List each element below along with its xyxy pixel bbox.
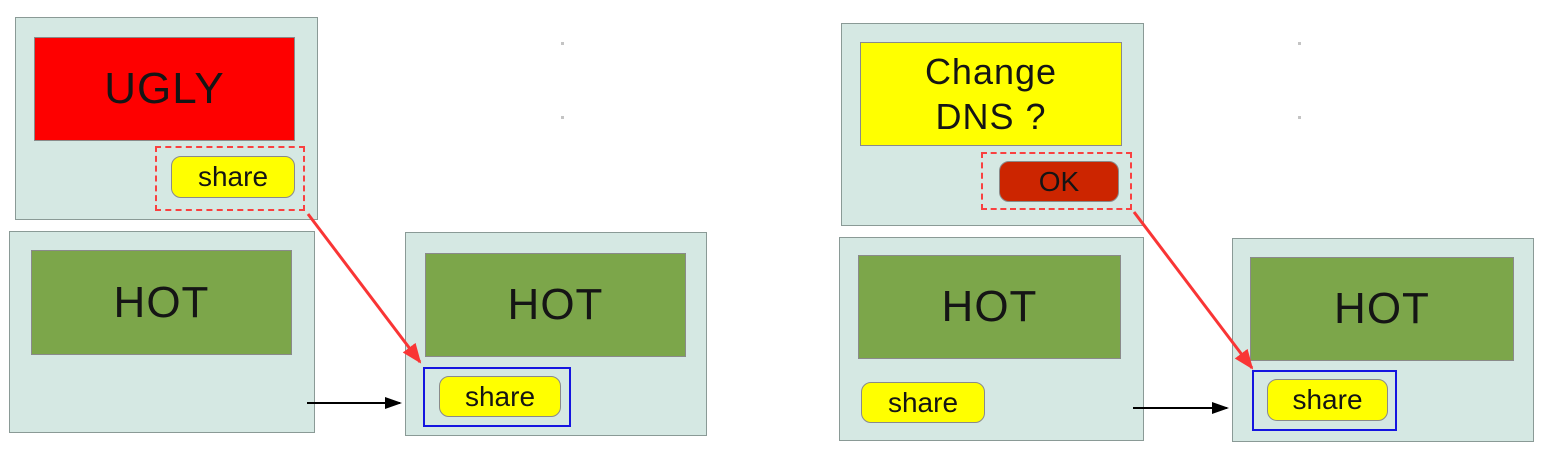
- hot-source-panel-right: HOT share: [839, 237, 1144, 441]
- ok-button[interactable]: OK: [999, 161, 1119, 202]
- hot-banner: HOT: [1250, 257, 1514, 361]
- share-highlight-blue-box-right: share: [1252, 370, 1397, 431]
- ugly-popup-panel: UGLY share: [15, 17, 318, 220]
- share-highlight-dashed-box-left: share: [155, 146, 305, 211]
- dns-popup-panel: Change DNS ? OK: [841, 23, 1144, 226]
- selection-handle-dot: [561, 42, 564, 45]
- hot-target-panel-right: HOT share: [1232, 238, 1534, 442]
- share-button[interactable]: share: [171, 156, 295, 198]
- ok-highlight-dashed-box: OK: [981, 152, 1132, 210]
- share-button[interactable]: share: [439, 376, 561, 417]
- hot-banner: HOT: [31, 250, 292, 355]
- hot-source-panel-left: HOT: [9, 231, 315, 433]
- share-move-arrow-left: [306, 213, 422, 364]
- selection-handle-dot: [561, 116, 564, 119]
- ugly-banner: UGLY: [34, 37, 295, 141]
- hot-target-panel-left: HOT share: [405, 232, 707, 436]
- selection-handle-dot: [1298, 116, 1301, 119]
- dns-prompt-banner: Change DNS ?: [860, 42, 1122, 146]
- share-button[interactable]: share: [861, 382, 985, 423]
- selection-handle-dot: [1298, 42, 1301, 45]
- hot-banner: HOT: [858, 255, 1121, 359]
- share-highlight-blue-box-left: share: [423, 367, 571, 427]
- hot-banner: HOT: [425, 253, 686, 357]
- share-button[interactable]: share: [1267, 379, 1388, 421]
